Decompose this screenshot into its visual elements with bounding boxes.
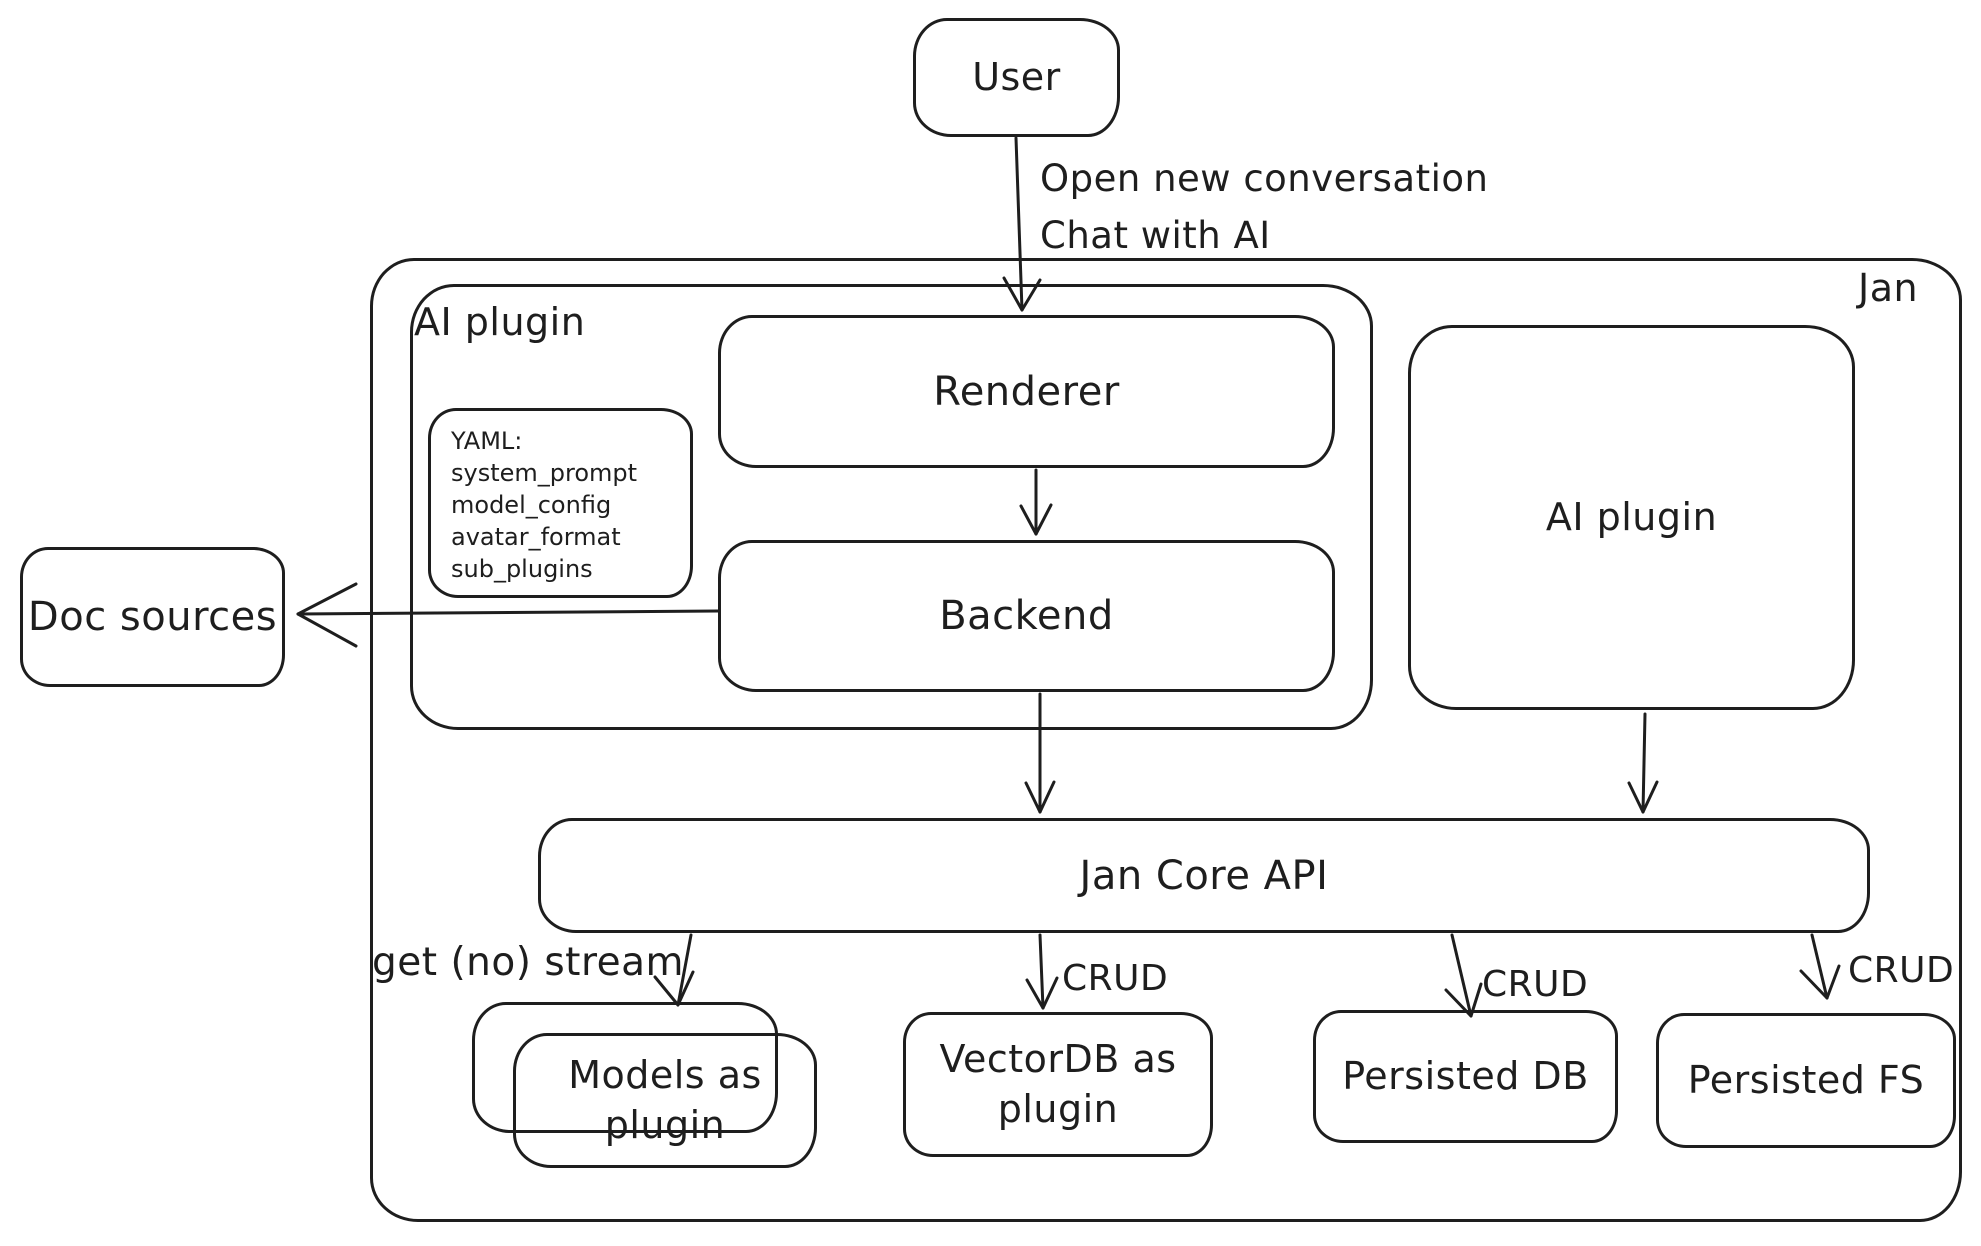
models-as-plugin-node: Models as plugin [513, 1033, 817, 1168]
vectordb-node: VectorDB as plugin [903, 1012, 1213, 1157]
doc-sources-node: Doc sources [20, 547, 285, 687]
persisted-db-node-label: Persisted DB [1342, 1053, 1589, 1098]
user-node-label: User [972, 54, 1061, 99]
edge-label-crud-persisted-db: CRUD [1482, 964, 1589, 1005]
persisted-db-node: Persisted DB [1313, 1010, 1618, 1143]
jan-container-box [370, 258, 1962, 1222]
renderer-node: Renderer [718, 315, 1335, 468]
yaml-note-line: sub_plugins [451, 555, 593, 583]
ai-plugin-node: AI plugin [1408, 325, 1855, 710]
doc-sources-node-label: Doc sources [27, 594, 278, 640]
edge-label-get-no-stream: get (no) stream [372, 940, 685, 985]
ai-plugin-node-label: AI plugin [1545, 494, 1718, 539]
ai-plugin-container-label: AI plugin [414, 300, 586, 344]
jan-core-api-node: Jan Core API [538, 818, 1870, 933]
models-as-plugin-node-back [472, 1002, 778, 1133]
yaml-note-line: avatar_format [451, 523, 621, 551]
ai-plugin-container-box [410, 284, 1373, 730]
renderer-node-label: Renderer [933, 368, 1120, 415]
edge-label-crud-vectordb: CRUD [1062, 958, 1169, 999]
edge-label-line: Open new conversation [1040, 157, 1489, 200]
yaml-note: YAML: system_prompt model_config avatar_… [428, 408, 693, 598]
edge-label-line: Chat with AI [1040, 214, 1271, 257]
models-as-plugin-node-label: Models as plugin [568, 1053, 762, 1147]
jan-core-api-node-label: Jan Core API [1079, 852, 1329, 899]
yaml-note-line: YAML: [451, 427, 523, 455]
edge-label-user-to-renderer: Open new conversation Chat with AI [1040, 150, 1488, 264]
yaml-note-line: system_prompt [451, 459, 638, 487]
yaml-note-line: model_config [451, 491, 612, 519]
backend-node: Backend [718, 540, 1335, 692]
user-node: User [913, 18, 1120, 137]
persisted-fs-node-label: Persisted FS [1687, 1057, 1925, 1102]
backend-node-label: Backend [939, 593, 1114, 639]
persisted-fs-node: Persisted FS [1656, 1013, 1956, 1148]
vectordb-node-label: VectorDB as plugin [939, 1037, 1177, 1131]
edge-label-crud-persisted-fs: CRUD [1848, 950, 1955, 991]
jan-container-label: Jan [1858, 266, 1919, 310]
